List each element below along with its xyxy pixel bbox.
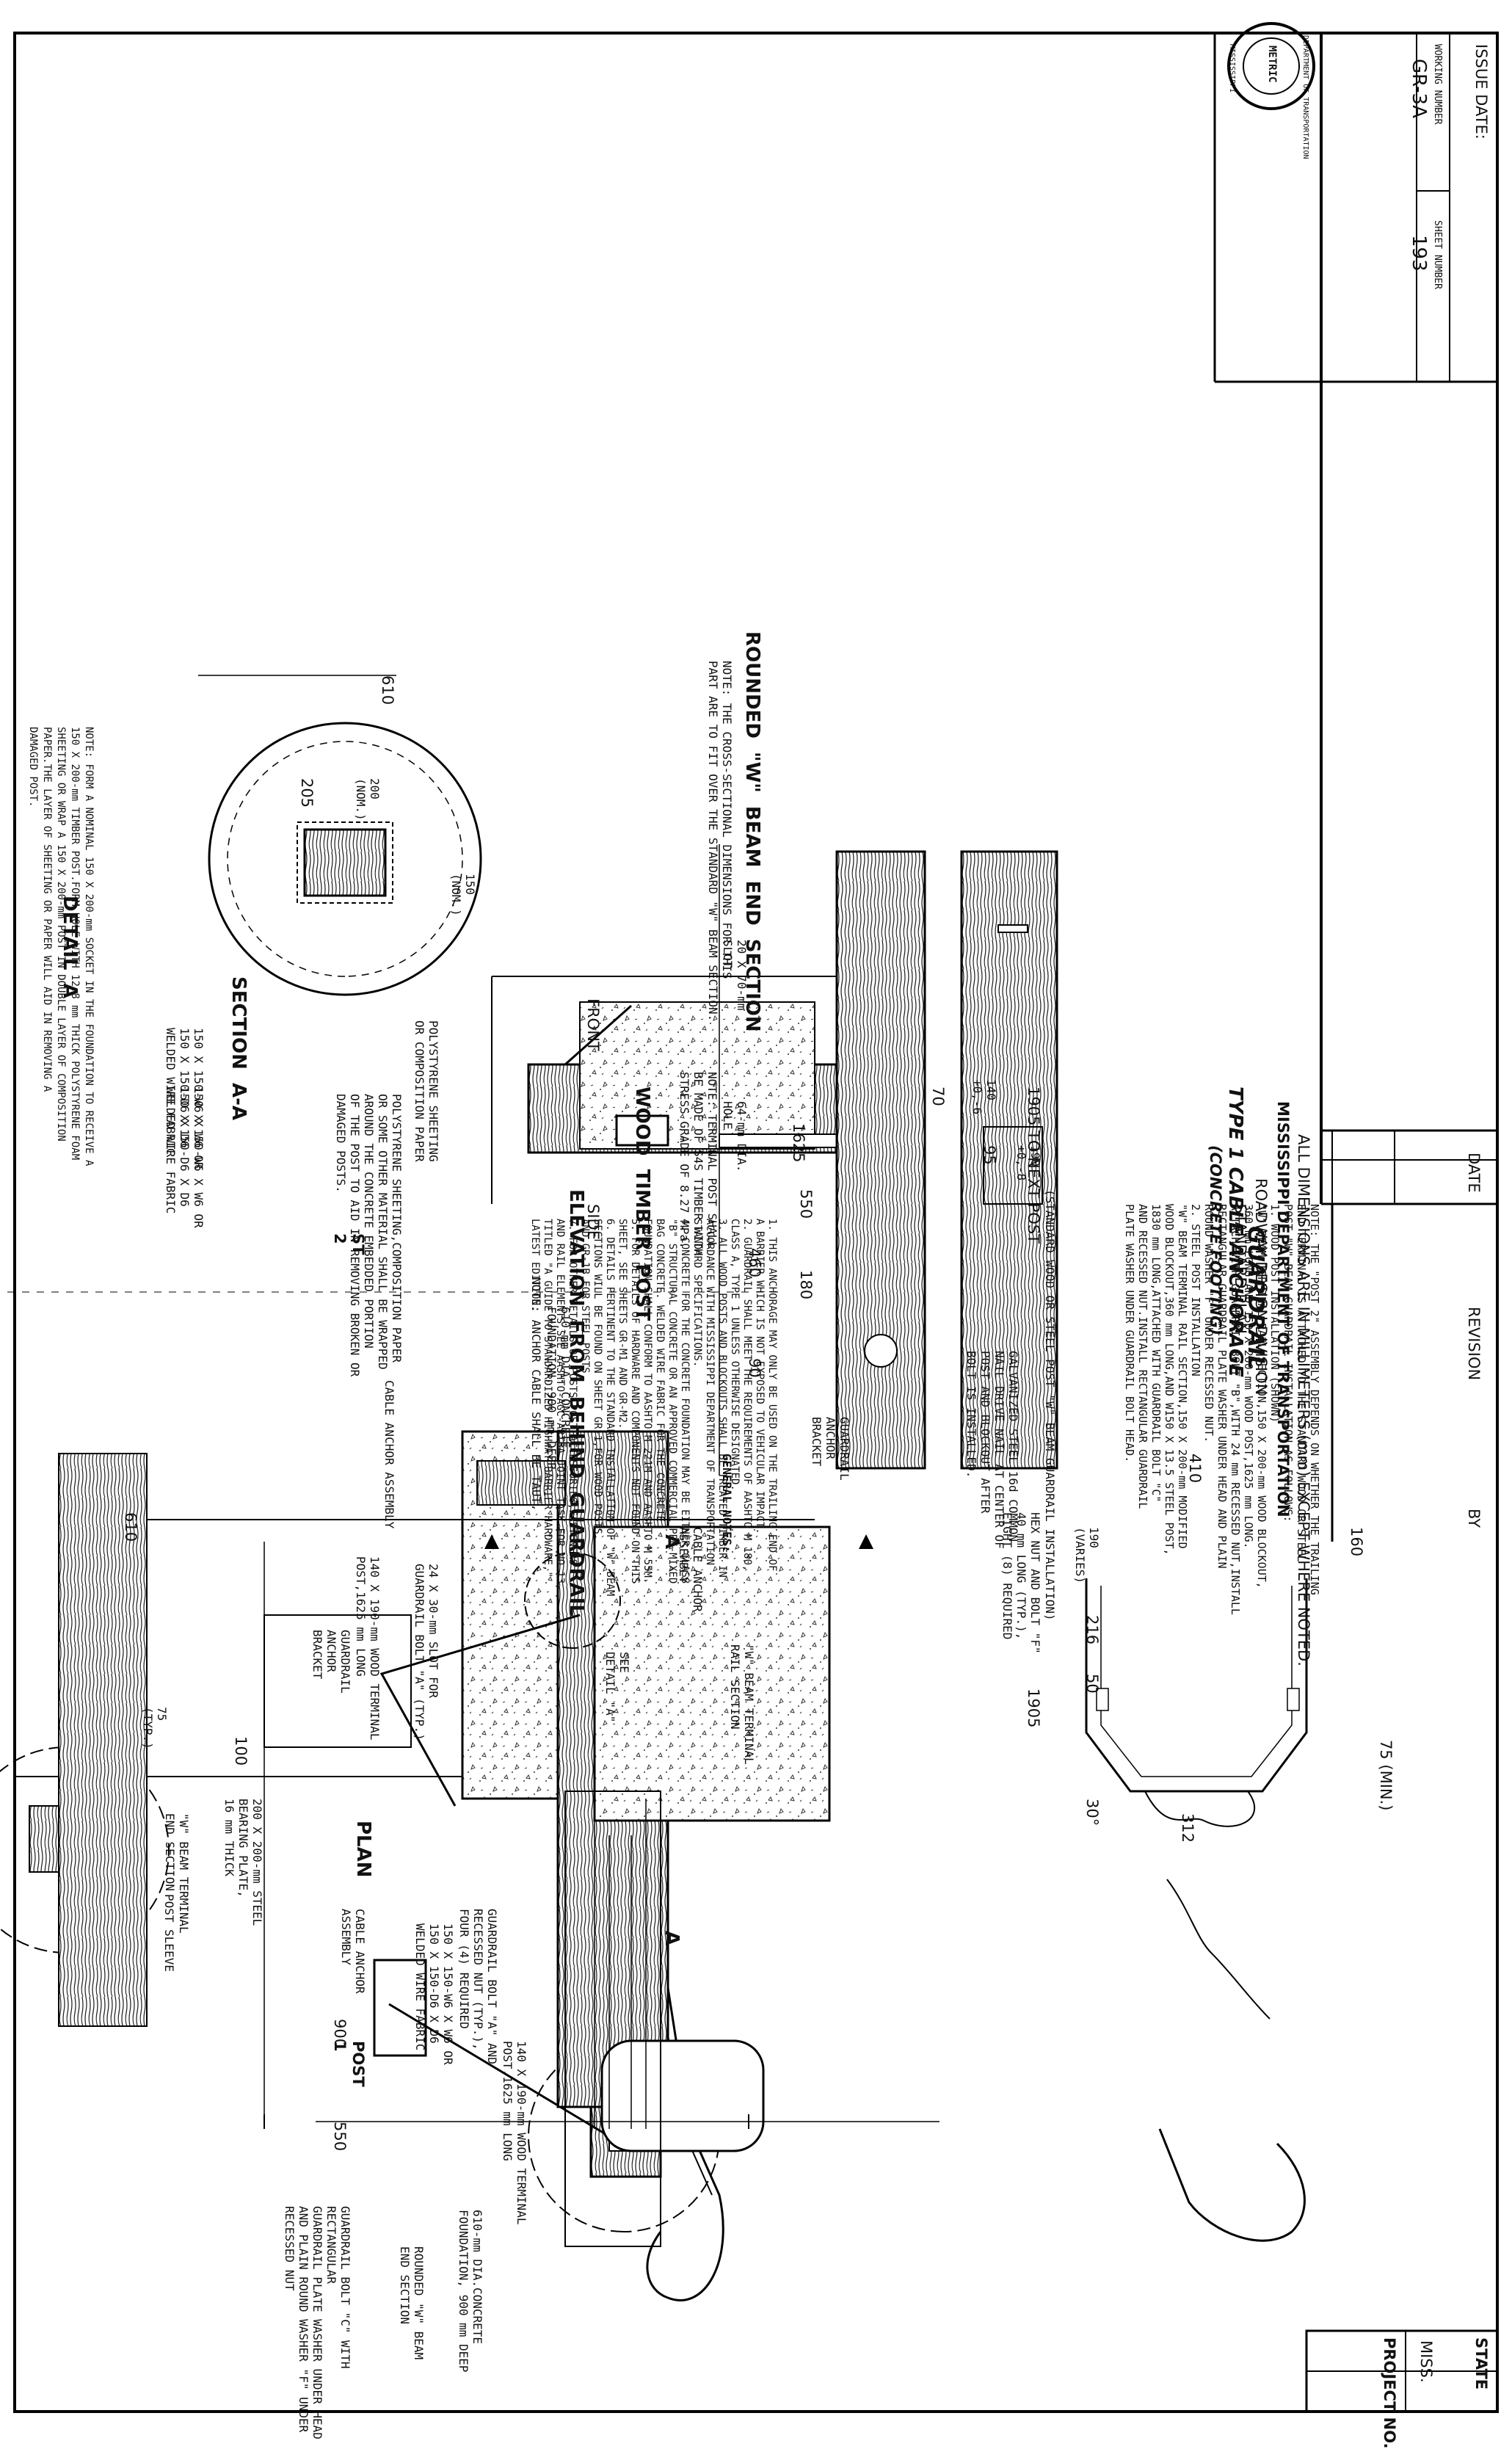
elev-rail-label: "W" BEAM TERMINAL RAIL SECTION <box>728 1644 756 1765</box>
section-aa <box>198 675 482 996</box>
timber-dim-95: 95 <box>981 1145 998 1165</box>
detail-post-sleeve-label: POST SLEEVE <box>162 1894 176 1972</box>
project-label: PROJECT NO. <box>1381 2337 1398 2449</box>
detail-poly-label: POLYSTYRENE SHEETING,COMPOSITION PAPER O… <box>334 1094 404 1377</box>
issue-date: ISSUE DATE: <box>1472 44 1490 139</box>
dim-550: 550 <box>331 2122 349 2152</box>
working-number-label: WORKING NUMBER <box>1432 44 1443 125</box>
elev-post-label: 140 X 190-mm WOOD TERMINAL POST,1625 mm … <box>501 2041 528 2225</box>
timber-post <box>719 844 1058 1476</box>
state-value: MISS. <box>1417 2340 1435 2383</box>
sheet-number-label: SHEET NUMBER <box>1432 220 1443 289</box>
timber-side-view <box>835 850 926 1470</box>
detail-cable-label: CABLE ANCHOR ASSEMBLY <box>382 1380 396 1529</box>
timber-hole-label: 64-mm DIA. HOLE <box>721 1101 749 1172</box>
end-dim-50: 50 <box>1083 1674 1101 1694</box>
section-dim-200: 200 (NOM.) <box>354 778 382 821</box>
anchor-cable <box>379 1614 581 1807</box>
elevation-view <box>0 1291 939 2247</box>
elev-fabric-label: 150 X 150-W6 X W6 OR 150 X 150-D6 X D6 W… <box>413 1923 455 2065</box>
concrete-foundation <box>593 1525 831 1822</box>
general-notes-list: 1. THIS ANCHORAGE MAY ONLY BE USED ON TH… <box>529 1219 778 1597</box>
detail-dim-610: 610 <box>122 1512 139 1542</box>
rounded-end-section <box>1085 1578 1308 2242</box>
sheet-border <box>13 32 1499 2413</box>
detail-dim-100: 100 <box>232 1736 250 1766</box>
elev-bolt-c-label: GUARDRAIL BOLT "C" WITH RECTANGULAR GUAR… <box>283 2206 352 2439</box>
rev-by-label: BY <box>1465 1509 1483 1528</box>
timber-dim-70: 70 <box>929 1086 947 1106</box>
post2-note: NOTE: THE "POST 2" ASSEMBLY DEPENDS ON W… <box>1123 1204 1321 1615</box>
detail-plate-label: 200 X 200-mm STEEL BEARING PLATE, 16 mm … <box>222 1799 264 1926</box>
section-dim-610: 610 <box>379 675 396 705</box>
elev-bracket-label: GUARDRAIL ANCHOR BRACKET <box>810 1417 851 1481</box>
plan-cable-label: CABLE ANCHOR ASSEMBLY <box>339 1909 367 1994</box>
seal-center: METRIC <box>1266 46 1278 83</box>
elev-bolt-a-label: GUARDRAIL BOLT "A" AND RECESSED NUT (TYP… <box>457 1909 499 2064</box>
end-section-title: ROUNDED "W" BEAM END SECTION <box>741 631 763 1032</box>
end-dim-75: 75 (MIN.) <box>1377 1740 1395 1811</box>
section-note: NOTE: FORM A NOMINAL 150 X 200-mm SOCKET… <box>27 727 95 1167</box>
end-angle: 30° <box>1083 1799 1101 1826</box>
detail-post-label: 140 X 190-mm WOOD TERMINAL POST,1625 mm … <box>354 1556 382 1741</box>
section-aa-title: SECTION A-A <box>228 976 250 1120</box>
end-dim-216: 216 <box>1083 1615 1101 1645</box>
working-number: GR-3A <box>1408 59 1430 118</box>
section-poly-label: POLYSTYRENE SHEETING OR COMPOSITION PAPE… <box>412 1020 440 1162</box>
section-dim-205: 205 <box>298 778 316 808</box>
elev-see-detail-label: SEE DETAIL "A" <box>603 1652 631 1723</box>
detail-dim-75: 75 (TYP.) <box>141 1707 169 1749</box>
end-slot-label: 24 X 30-mm SLOT FOR GUARDRAIL BOLT "A" (… <box>412 1564 440 1741</box>
timber-dim-180: 180 <box>797 1270 815 1300</box>
plan-rounded-label: ROUNDED "W" BEAM END SECTION <box>398 2246 426 2360</box>
detail-a <box>491 976 845 1204</box>
end-dim-312: 312 <box>1179 1813 1196 1843</box>
end-dim-410: 410 <box>1186 1454 1204 1484</box>
mdot-seal <box>1227 22 1315 110</box>
end-dim-160: 160 <box>1348 1527 1365 1557</box>
plan-foundation-label: 610-mm DIA.CONCRETE FOUNDATION, 900 mm D… <box>457 2210 484 2373</box>
state-label: STATE <box>1472 2337 1490 2390</box>
seal-top: DEPARTMENT OF TRANSPORTATION <box>1301 35 1309 159</box>
plan-title: PLAN <box>352 1821 374 1878</box>
end-section-note: NOTE: THE CROSS-SECTIONAL DIMENSIONS FOR… <box>706 661 734 1022</box>
rev-revision-label: REVISION <box>1465 1307 1483 1381</box>
timber-front-label: FRONT <box>584 998 602 1051</box>
rev-date-label: DATE <box>1465 1153 1483 1193</box>
timber-dim-140: 140 +0,-6 <box>970 1079 998 1115</box>
timber-dim-550: 550 <box>797 1189 815 1219</box>
dim-1905: 1905 <box>1025 1688 1042 1728</box>
end-dim-190: 190 (VARIES) <box>1073 1527 1101 1584</box>
elev-std-post-label: (STANDARD WOOD OR STEEL POST "W" BEAM GU… <box>1043 1189 1057 1621</box>
dim-900: 900 <box>331 2019 349 2049</box>
sheet-number: 193 <box>1408 235 1430 272</box>
plan-bracket-label: GUARDRAIL ANCHOR BRACKET <box>310 1630 352 1694</box>
section-dim-150: 150 (NOM.) <box>449 874 477 916</box>
seal-bottom: MISSISSIPPI <box>1228 44 1236 93</box>
elev-nail-label: GALVANIZED STEEL 16d COMMON NAIL DRIVE N… <box>964 1351 1020 1549</box>
section-fabric-label: 150 X 150-W6 X W6 OR 150 X 150-D6 X D6 W… <box>164 1028 206 1169</box>
timber-dim-1625: 1625 <box>790 1123 807 1163</box>
timber-dim-190: 190 +0,-8 <box>1014 1145 1042 1181</box>
section-marker-a1: A <box>661 1931 683 1946</box>
